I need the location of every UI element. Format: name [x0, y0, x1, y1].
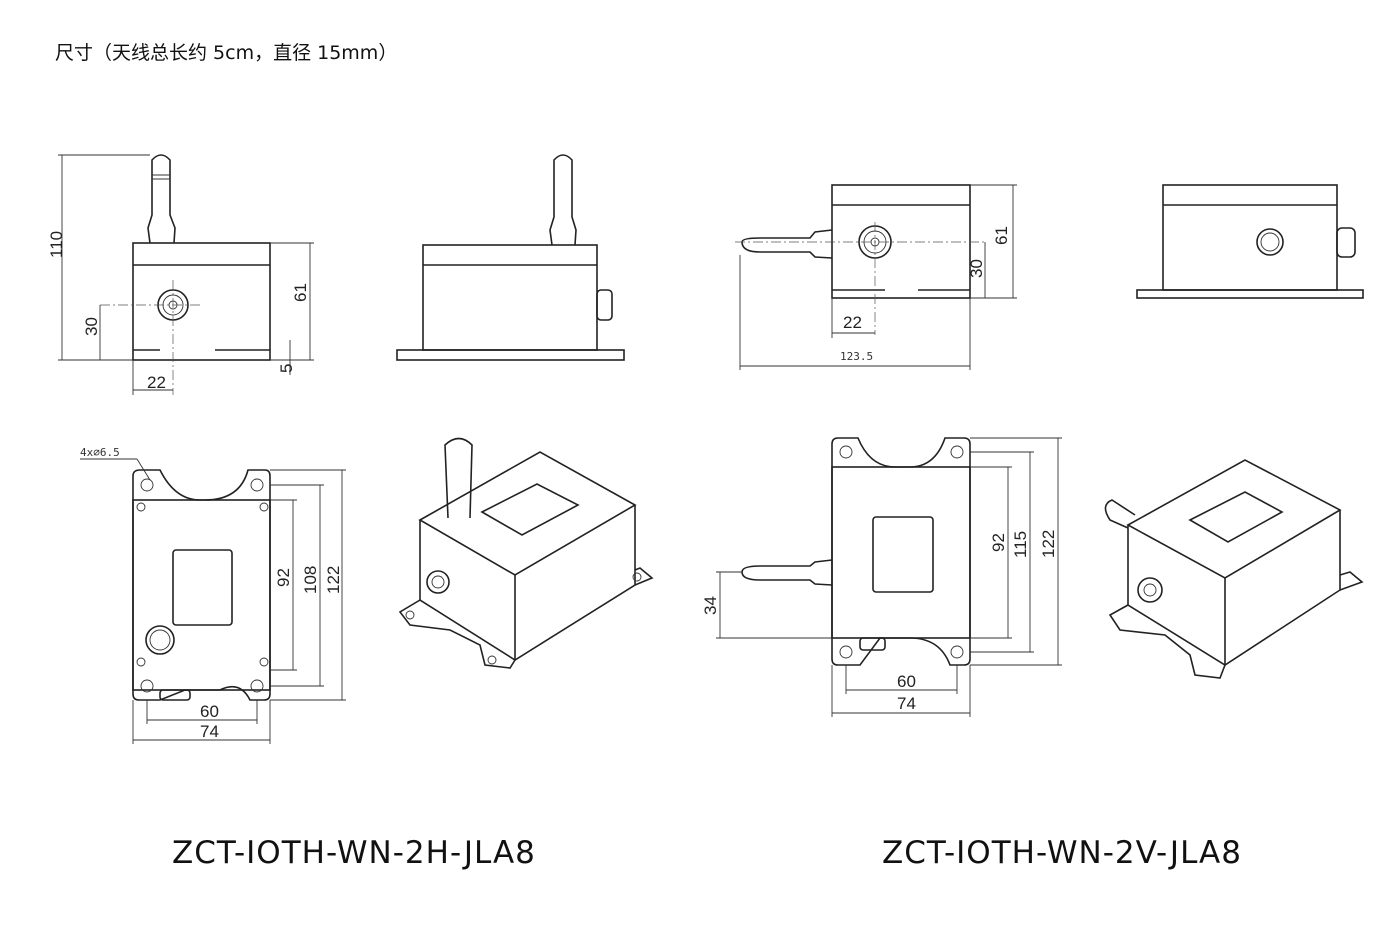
dim-30: 30	[82, 317, 101, 336]
dim-92: 92	[274, 568, 293, 587]
view-2v-bottom: 92 115 122 34 60 74	[701, 437, 1062, 717]
dimension-caption: 尺寸（天线总长约 5cm，直径 15mm）	[55, 42, 398, 64]
model-title-2v: ZCT-IOTH-WN-2V-JLA8	[882, 835, 1242, 871]
dim-61-2v: 61	[992, 226, 1011, 245]
view-2h-side	[396, 154, 625, 361]
dim-34: 34	[701, 596, 720, 615]
dim-30-2v: 30	[967, 259, 986, 278]
view-2h-front: 110 61 30 5 22	[47, 154, 314, 395]
dim-110: 110	[47, 231, 66, 258]
dim-60: 60	[200, 702, 219, 721]
dim-122-2v: 122	[1039, 530, 1058, 558]
view-2v-side	[1136, 184, 1364, 299]
dim-61: 61	[291, 283, 310, 302]
dim-60-2v: 60	[897, 672, 916, 691]
dim-22: 22	[147, 373, 166, 392]
view-2v-isometric	[1104, 459, 1364, 679]
view-2h-isometric	[398, 437, 654, 669]
dim-74: 74	[200, 722, 219, 741]
dim-74-2v: 74	[897, 694, 916, 713]
view-2v-front: 61 30 22 123.5	[735, 184, 1017, 370]
view-2h-bottom: 4x∅6.5 92 108 122 60 74	[80, 446, 346, 744]
dim-123-5: 123.5	[840, 350, 873, 363]
dim-92-2v: 92	[989, 533, 1008, 552]
dim-108: 108	[301, 566, 320, 594]
dim-5: 5	[277, 364, 296, 373]
dim-22-2v: 22	[843, 313, 862, 332]
hole-note: 4x∅6.5	[80, 446, 120, 459]
dim-122: 122	[324, 566, 343, 594]
model-title-2h: ZCT-IOTH-WN-2H-JLA8	[172, 835, 536, 871]
dim-115: 115	[1011, 531, 1030, 558]
